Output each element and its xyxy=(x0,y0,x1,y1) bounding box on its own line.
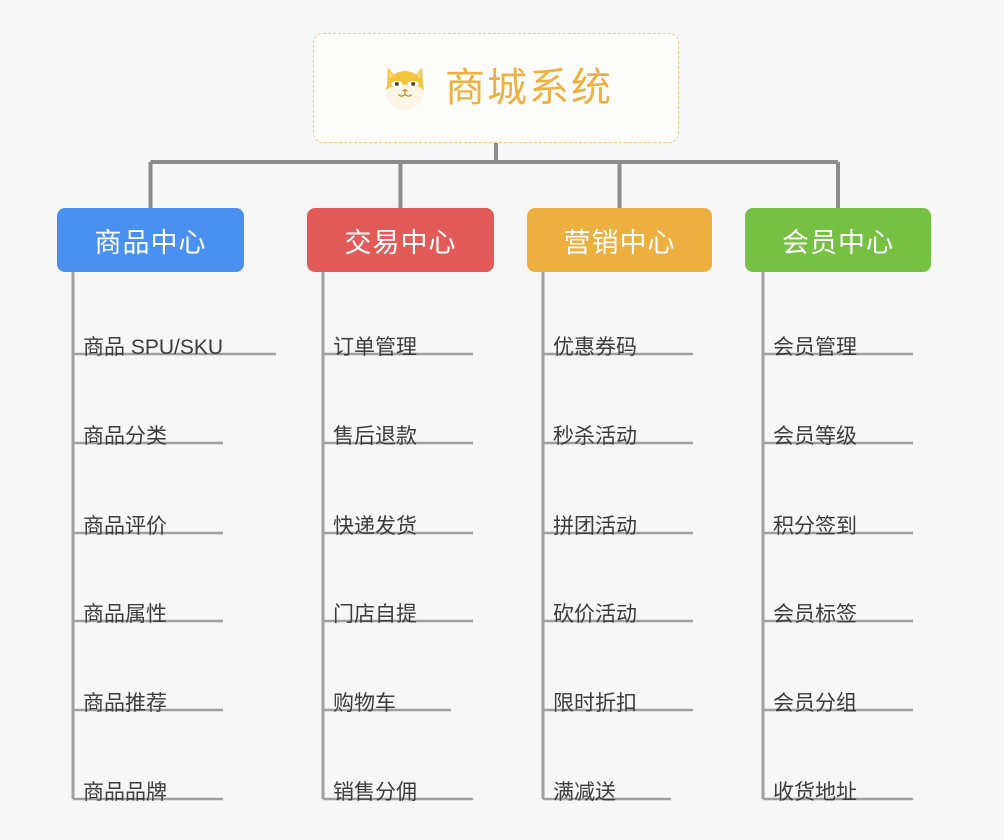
leaf-item[interactable]: 会员等级 xyxy=(763,426,867,456)
leaf-label: 拼团活动 xyxy=(553,515,637,538)
leaf-label: 商品 SPU/SKU xyxy=(83,336,224,359)
leaf-item[interactable]: 订单管理 xyxy=(323,337,427,367)
root-node[interactable]: 商城系统 xyxy=(313,33,679,143)
leaf-item[interactable]: 砍价活动 xyxy=(543,604,647,634)
leaf-item[interactable]: 优惠券码 xyxy=(543,337,647,367)
leaf-label: 商品属性 xyxy=(83,603,167,626)
leaf-item[interactable]: 商品评价 xyxy=(73,516,177,546)
leaf-label: 商品分类 xyxy=(83,425,167,448)
leaf-label: 限时折扣 xyxy=(553,692,637,715)
leaf-label: 会员分组 xyxy=(773,692,857,715)
leaf-label: 商品品牌 xyxy=(83,781,167,804)
leaf-label: 会员等级 xyxy=(773,425,857,448)
leaf-label: 砍价活动 xyxy=(553,603,637,626)
leaf-item[interactable]: 商品推荐 xyxy=(73,693,177,723)
leaf-item[interactable]: 门店自提 xyxy=(323,604,427,634)
leaf-item[interactable]: 售后退款 xyxy=(323,426,427,456)
leaf-label: 优惠券码 xyxy=(553,336,637,359)
leaf-item[interactable]: 商品品牌 xyxy=(73,782,177,812)
leaf-item[interactable]: 拼团活动 xyxy=(543,516,647,546)
leaf-item[interactable]: 商品属性 xyxy=(73,604,177,634)
leaf-label: 秒杀活动 xyxy=(553,425,637,448)
leaf-label: 会员标签 xyxy=(773,603,857,626)
leaf-item[interactable]: 会员标签 xyxy=(763,604,867,634)
branch-node-2[interactable]: 交易中心 xyxy=(307,208,494,272)
leaf-label: 快递发货 xyxy=(333,515,417,538)
branch-node-4[interactable]: 会员中心 xyxy=(745,208,931,272)
leaf-label: 售后退款 xyxy=(333,425,417,448)
leaf-item[interactable]: 会员分组 xyxy=(763,693,867,723)
branch-node-3[interactable]: 营销中心 xyxy=(527,208,712,272)
leaf-label: 购物车 xyxy=(333,692,396,715)
leaf-item[interactable]: 购物车 xyxy=(323,693,406,723)
leaf-label: 门店自提 xyxy=(333,603,417,626)
leaf-item[interactable]: 商品分类 xyxy=(73,426,177,456)
leaf-label: 商品评价 xyxy=(83,515,167,538)
leaf-label: 商品推荐 xyxy=(83,692,167,715)
branch-node-1[interactable]: 商品中心 xyxy=(57,208,244,272)
leaf-item[interactable]: 积分签到 xyxy=(763,516,867,546)
shiba-dog-icon xyxy=(386,67,424,110)
leaf-item[interactable]: 限时折扣 xyxy=(543,693,647,723)
leaf-item[interactable]: 会员管理 xyxy=(763,337,867,367)
leaf-label: 销售分佣 xyxy=(333,781,417,804)
leaf-item[interactable]: 收货地址 xyxy=(763,782,867,812)
leaf-label: 满减送 xyxy=(553,781,616,804)
leaf-item[interactable]: 销售分佣 xyxy=(323,782,427,812)
leaf-label: 收货地址 xyxy=(773,781,857,804)
leaf-item[interactable]: 商品 SPU/SKU xyxy=(73,337,233,367)
leaf-item[interactable]: 快递发货 xyxy=(323,516,427,546)
leaf-label: 会员管理 xyxy=(773,336,857,359)
leaf-item[interactable]: 满减送 xyxy=(543,782,626,812)
leaf-label: 积分签到 xyxy=(773,515,857,538)
leaf-item[interactable]: 秒杀活动 xyxy=(543,426,647,456)
root-title: 商城系统 xyxy=(445,66,613,110)
leaf-label: 订单管理 xyxy=(333,336,417,359)
